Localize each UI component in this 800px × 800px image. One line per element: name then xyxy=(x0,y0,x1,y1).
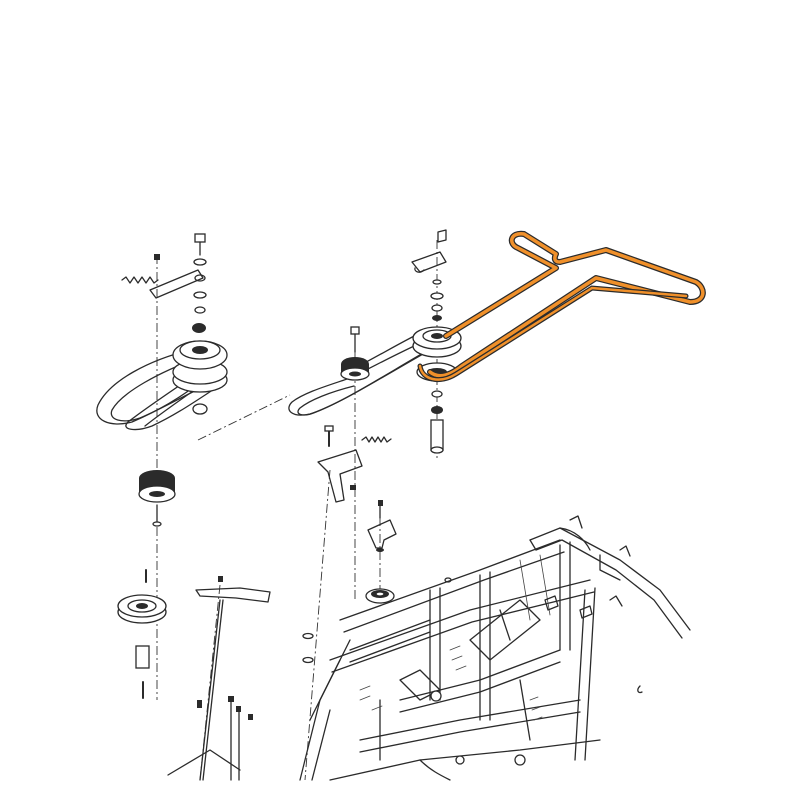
washer xyxy=(194,306,206,314)
bolt-head xyxy=(194,233,206,243)
bolt xyxy=(154,254,160,260)
washer xyxy=(193,291,207,299)
tension-spring xyxy=(121,276,159,284)
spacer xyxy=(135,645,150,669)
left-double-pulley xyxy=(172,340,228,415)
brake-lever-assembly xyxy=(167,576,271,781)
loose-washers xyxy=(302,577,452,664)
highlighted-drive-belt xyxy=(417,230,706,383)
washer xyxy=(193,258,207,266)
chassis-frame xyxy=(299,515,691,781)
lower-center-parts xyxy=(365,500,397,604)
center-idler-bracket xyxy=(317,425,392,503)
assembly-axis-lines xyxy=(156,240,438,781)
right-top-bracket xyxy=(411,229,447,321)
spindle-shaft xyxy=(430,419,444,451)
bearing xyxy=(192,403,208,415)
tension-spring xyxy=(361,436,392,443)
bearing xyxy=(192,323,206,333)
center-idler-pulley xyxy=(340,326,370,381)
left-lower-pulley xyxy=(117,569,167,699)
idler-arm xyxy=(149,269,204,299)
left-idler-pulley xyxy=(138,470,176,527)
left-upper-hardware xyxy=(121,233,207,333)
